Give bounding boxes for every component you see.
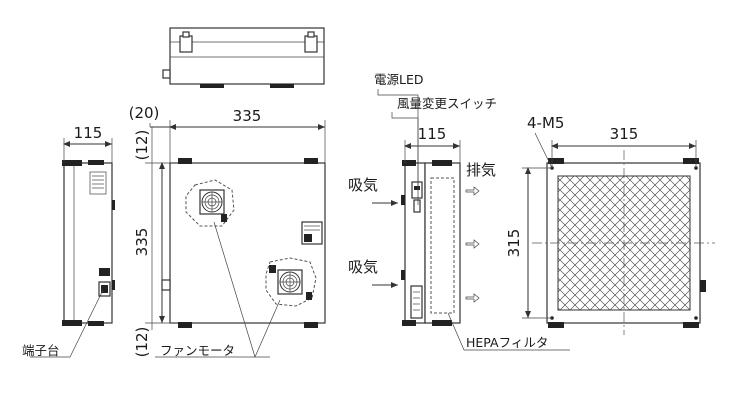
- label-exhaust: 排気: [466, 161, 496, 179]
- front-view-body: [169, 162, 326, 324]
- hole-bottom-right: [694, 316, 698, 320]
- right-side-view: 115 電源LED 風量変更スイッチ 吸気 吸気 排気 HEPAフィルタ: [348, 72, 570, 351]
- top-view-body: [169, 27, 325, 85]
- front-view: 335 (20) 335 (12) (12) ファンモータ: [129, 104, 326, 358]
- dim-front-height: 335: [133, 228, 151, 257]
- exhaust-arrows: [465, 186, 480, 303]
- back-view: 4-M5 315 315: [505, 114, 715, 335]
- nameplate: [89, 171, 107, 195]
- label-airflow-switch: 風量変更スイッチ: [397, 96, 497, 111]
- dim-front-bottom-gap: (12): [133, 327, 151, 358]
- label-intake-top: 吸気: [348, 176, 378, 194]
- dim-holes: 4-M5: [527, 114, 564, 132]
- top-handle-right: [304, 31, 318, 53]
- airflow-switch: [413, 199, 421, 213]
- dim-front-offset: (20): [129, 104, 160, 122]
- top-handle-left: [179, 31, 193, 53]
- top-view: [162, 27, 325, 88]
- label-intake-bottom: 吸気: [348, 258, 378, 276]
- dim-side-width: 115: [74, 124, 103, 142]
- left-view-body: [63, 162, 113, 324]
- dim-front-top-gap: (12): [133, 130, 151, 161]
- label-power-led: 電源LED: [374, 72, 424, 87]
- left-side-view: 115 端子台: [22, 124, 115, 358]
- terminal-block: [99, 268, 110, 276]
- label-hepa-filter: HEPAフィルタ: [466, 335, 548, 350]
- fan-motor-upper: [185, 179, 235, 227]
- dim-filter-height: 315: [505, 229, 523, 258]
- hepa-filter-block: [424, 162, 461, 324]
- dim-front-width: 335: [233, 107, 262, 125]
- label-terminal-block: 端子台: [22, 343, 60, 358]
- dim-filter-width: 315: [610, 125, 639, 143]
- label-fan-motor: ファンモータ: [160, 343, 235, 358]
- dim-right-side-width: 115: [418, 125, 447, 143]
- fan-motor-lower: [265, 257, 317, 307]
